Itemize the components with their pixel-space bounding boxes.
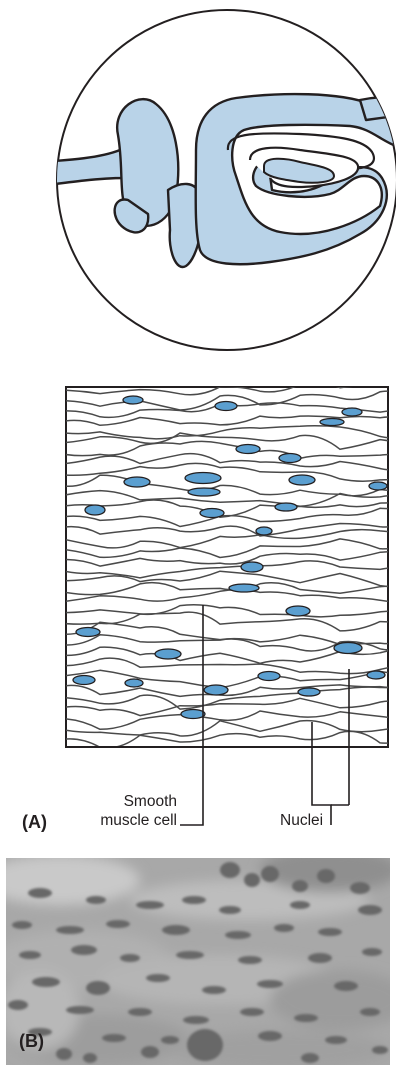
stained-nucleus xyxy=(128,1008,152,1016)
nucleus xyxy=(286,606,310,616)
stained-nucleus xyxy=(120,954,140,962)
stained-nucleus xyxy=(146,974,170,982)
stained-nucleus xyxy=(56,926,84,934)
nucleus xyxy=(155,649,181,659)
stained-nucleus xyxy=(106,920,130,928)
nucleus xyxy=(204,685,228,695)
nucleus xyxy=(256,527,272,535)
stained-nucleus xyxy=(161,1036,179,1044)
stained-nucleus xyxy=(220,862,240,878)
stained-nucleus xyxy=(187,1029,223,1061)
nucleus xyxy=(367,671,385,679)
stained-nucleus xyxy=(317,869,335,883)
stained-nucleus xyxy=(202,986,226,994)
stained-nucleus xyxy=(86,981,110,995)
stained-nucleus xyxy=(12,921,32,929)
stained-nucleus xyxy=(19,951,41,959)
stained-nucleus xyxy=(325,1036,347,1044)
stained-nucleus xyxy=(162,925,190,935)
stained-nucleus xyxy=(56,1048,72,1060)
smooth-muscle-label-line1: Smooth xyxy=(72,792,177,811)
stained-nucleus xyxy=(136,901,164,909)
stained-nucleus xyxy=(176,951,204,959)
nucleus xyxy=(185,473,221,484)
stained-nucleus xyxy=(32,977,60,987)
stained-nucleus xyxy=(372,1046,388,1054)
nucleus xyxy=(275,503,297,511)
nucleus xyxy=(289,475,315,485)
nucleus xyxy=(236,445,260,454)
stained-nucleus xyxy=(301,1053,319,1063)
stained-nucleus xyxy=(66,1006,94,1014)
nucleus xyxy=(76,628,100,637)
stained-nucleus xyxy=(294,1014,318,1022)
nucleus xyxy=(334,643,362,654)
stained-nucleus xyxy=(258,1031,282,1041)
stained-nucleus xyxy=(83,1053,97,1063)
nucleus xyxy=(369,482,387,490)
stained-nucleus xyxy=(292,880,308,892)
stained-nucleus xyxy=(71,945,97,955)
stained-nucleus xyxy=(183,1016,209,1024)
nucleus xyxy=(258,672,280,681)
stained-nucleus xyxy=(350,882,370,894)
stained-nucleus xyxy=(358,905,382,915)
nucleus xyxy=(200,509,224,518)
stained-nucleus xyxy=(8,1000,28,1010)
nucleus xyxy=(123,396,143,404)
nucleus xyxy=(241,562,263,572)
stained-nucleus xyxy=(244,873,260,887)
stained-nucleus xyxy=(308,953,332,963)
nucleus xyxy=(125,679,143,687)
stained-nucleus xyxy=(86,896,106,904)
micrograph xyxy=(0,848,396,1067)
nucleus xyxy=(73,676,95,685)
nucleus xyxy=(342,408,362,416)
nucleus xyxy=(124,477,150,487)
panel-b-label: (B) xyxy=(19,1031,44,1052)
nucleus xyxy=(298,688,320,696)
stained-nucleus xyxy=(141,1046,159,1058)
stained-nucleus xyxy=(238,956,262,964)
nucleus xyxy=(279,454,301,463)
nucleus xyxy=(229,584,259,592)
smooth-muscle-label-line2: muscle cell xyxy=(72,811,177,830)
stained-nucleus xyxy=(28,888,52,898)
organ-overview xyxy=(40,10,396,350)
stained-nucleus xyxy=(261,866,279,882)
stained-nucleus xyxy=(360,1008,380,1016)
nuclei-label: Nuclei xyxy=(280,811,323,830)
stained-nucleus xyxy=(318,928,342,936)
stained-nucleus xyxy=(225,931,251,939)
nucleus xyxy=(181,710,205,719)
nucleus xyxy=(215,402,237,411)
tissue-diagram xyxy=(60,383,396,748)
stained-nucleus xyxy=(257,980,283,988)
panel-a-label: (A) xyxy=(22,812,47,833)
stained-nucleus xyxy=(219,906,241,914)
stained-nucleus xyxy=(334,981,358,991)
stained-nucleus xyxy=(362,948,382,956)
nucleus xyxy=(320,419,344,426)
nucleus xyxy=(85,505,105,515)
nucleus xyxy=(188,488,220,496)
stained-nucleus xyxy=(274,924,294,932)
stained-nucleus xyxy=(240,1008,264,1016)
stained-nucleus xyxy=(290,901,310,909)
stained-nucleus xyxy=(182,896,206,904)
stained-nucleus xyxy=(102,1034,126,1042)
